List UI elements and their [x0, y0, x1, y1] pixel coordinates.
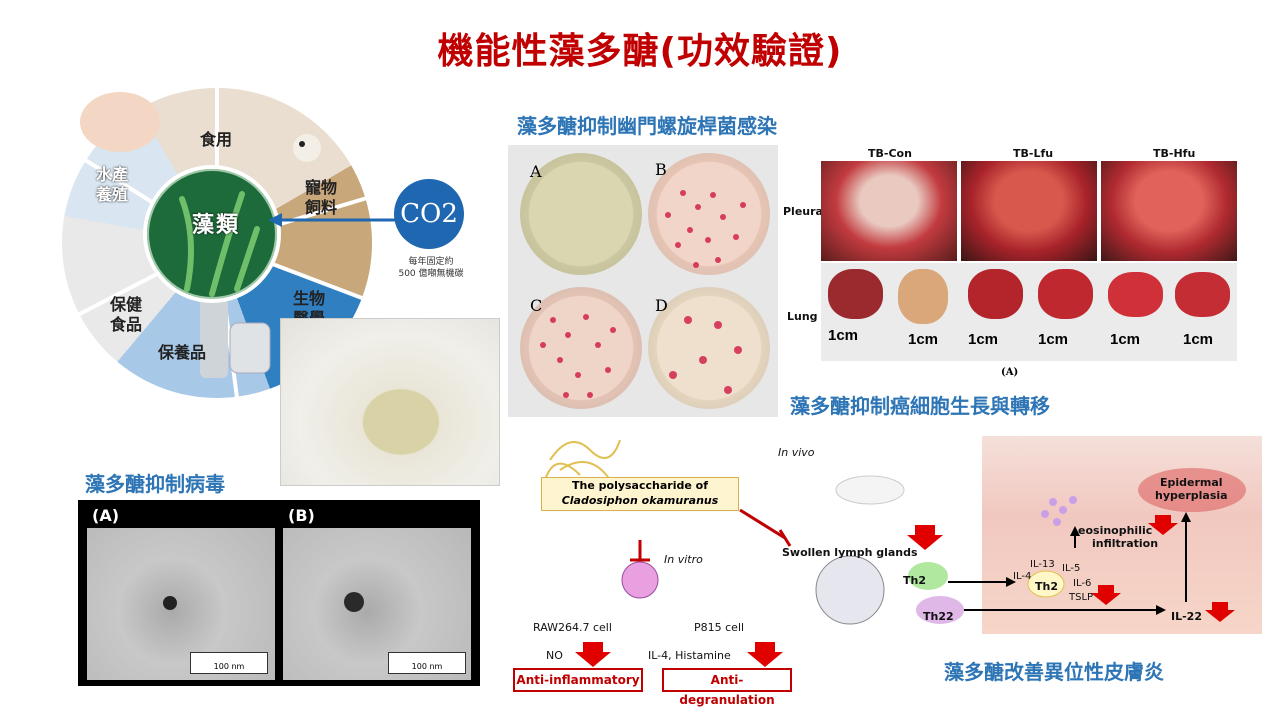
th2b-label: Th2 — [1035, 580, 1058, 593]
pleura-hfu — [1101, 161, 1237, 261]
scale-bar-b: 100 nm — [388, 652, 466, 674]
tumor-row-lung: Lung — [787, 310, 818, 323]
lung-3 — [968, 269, 1023, 319]
eosinophilic-label: eosinophilic infiltration — [1078, 524, 1158, 550]
skin-illustration — [982, 436, 1262, 634]
lung-5 — [1108, 272, 1163, 317]
wheel-segment-food: 食用 — [200, 130, 233, 149]
tumor-row-pleura: Pleura — [783, 205, 823, 218]
scale-5: 1cm — [1110, 331, 1141, 348]
scale-4: 1cm — [1038, 331, 1069, 348]
tumor-col-hfu: TB-Hfu — [1153, 147, 1196, 160]
raw-cell-label: RAW264.7 cell — [533, 621, 612, 634]
plate-d — [648, 287, 770, 409]
co2-caption-line1: 每年固定約 — [408, 257, 454, 267]
page-title: 機能性藻多醣(功效驗證) — [437, 31, 843, 72]
in-vivo-label: In vivo — [778, 446, 815, 459]
tumor-col-con: TB-Con — [868, 147, 912, 160]
il6-label: IL-6 — [1073, 578, 1092, 589]
co2-caption-line2: 500 億噸無機碳 — [398, 269, 464, 279]
polysaccharide-line1: The polysaccharide of — [572, 479, 708, 492]
no-label: NO — [546, 649, 563, 662]
tumor-col-lfu: TB-Lfu — [1013, 147, 1054, 160]
eating-photo — [80, 92, 160, 152]
section-cancer-title: 藻多醣抑制癌細胞生長與轉移 — [790, 394, 1050, 418]
hyperplasia-region — [1138, 468, 1246, 512]
mechanism-arrows — [544, 439, 1235, 667]
lung-row — [821, 263, 1237, 361]
wheel-center-label: 藻類 — [192, 212, 241, 238]
co2-badge: CO2 — [394, 179, 464, 249]
scale-2: 1cm — [908, 331, 939, 348]
hyperplasia-line1: Epidermal — [1160, 476, 1223, 489]
bacterial-colonies — [540, 190, 746, 398]
scale-bar-a: 100 nm — [190, 652, 268, 674]
wheel-segment-aquaculture: 水產養殖 — [96, 165, 129, 204]
seaweed-icon — [179, 191, 260, 297]
virus-label-a: (A) — [92, 506, 120, 525]
lung-1 — [828, 269, 883, 319]
section-dermatitis-title: 藻多醣改善異位性皮膚炎 — [944, 660, 1164, 684]
algae-center — [143, 165, 281, 303]
il4-label: IL-4 — [1013, 571, 1032, 582]
polysaccharide-powder-photo — [280, 318, 500, 486]
tslp-label: TSLP — [1069, 592, 1094, 603]
lung-2 — [898, 269, 948, 324]
virus-particle-b — [344, 592, 364, 612]
wheel-segment-health-food: 保健食品 — [110, 295, 143, 334]
scale-6: 1cm — [1183, 331, 1214, 348]
section-h-pylori-title: 藻多醣抑制幽門螺旋桿菌感染 — [517, 114, 777, 138]
eosinophilic-line1: eosinophilic — [1078, 524, 1153, 537]
plate-label-c: C — [530, 296, 543, 315]
virus-label-b: (B) — [288, 506, 315, 525]
anti-degranulation-box: Anti-degranulation — [662, 668, 792, 707]
tumor-figure: TB-Con TB-Lfu TB-Hfu Pleura Lung 1cm 1cm… — [783, 147, 1243, 378]
plate-c — [520, 287, 642, 409]
eosinophilic-line2: infiltration — [1092, 537, 1159, 550]
plate-label-b: B — [655, 160, 667, 179]
wheel-segment-skincare: 保養品 — [158, 343, 207, 362]
plate-label-d: D — [655, 296, 668, 315]
hyperplasia-label: Epidermal hyperplasia — [1155, 476, 1228, 502]
anti-inflammatory-box: Anti-inflammatory — [513, 668, 643, 692]
il4-histamine-label: IL-4, Histamine — [648, 649, 731, 662]
hyperplasia-line2: hyperplasia — [1155, 489, 1228, 502]
co2-caption: 每年固定約 500 億噸無機碳 — [388, 256, 474, 280]
pleura-con — [821, 161, 957, 261]
section-virus-title: 藻多醣抑制病毒 — [85, 472, 225, 496]
il13-label: IL-13 — [1030, 559, 1055, 570]
il5-label: IL-5 — [1062, 563, 1081, 574]
th2-label: Th2 — [903, 574, 926, 587]
virus-particle-a — [163, 596, 177, 610]
polysaccharide-box: The polysaccharide of Cladosiphon okamur… — [541, 477, 739, 511]
pleura-lfu — [961, 161, 1097, 261]
wheel-segment-pet-feed: 寵物飼料 — [305, 178, 338, 217]
p815-cell-label: P815 cell — [694, 621, 745, 634]
swollen-lymph-label: Swollen lymph glands — [782, 546, 918, 559]
polysaccharide-line2: Cladosiphon okamuranus — [561, 494, 719, 507]
scale-1: 1cm — [828, 327, 859, 344]
lung-4 — [1038, 269, 1093, 319]
tumor-panel-label: (A) — [1001, 367, 1019, 378]
il22-label: IL-22 — [1171, 610, 1202, 623]
in-vitro-label: In vitro — [664, 553, 703, 566]
lung-6 — [1175, 272, 1230, 317]
scale-3: 1cm — [968, 331, 999, 348]
th22-label: Th22 — [923, 610, 954, 623]
plate-label-a: A — [530, 162, 542, 181]
plate-a — [520, 153, 642, 275]
co2-arrow — [268, 213, 396, 227]
